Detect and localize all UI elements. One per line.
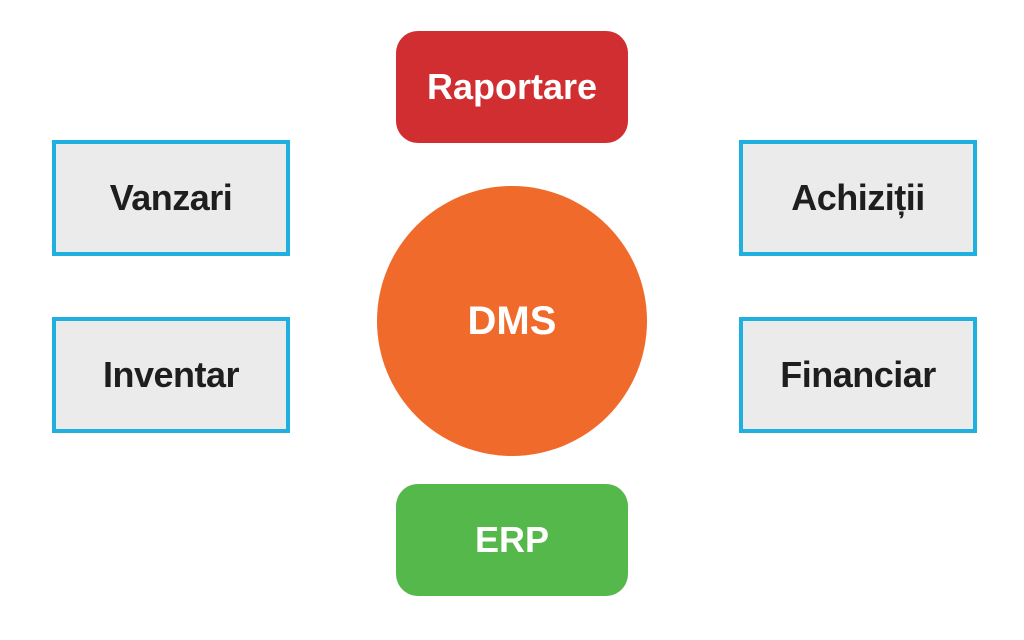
financiar-label: Financiar bbox=[780, 354, 936, 395]
vanzari-label: Vanzari bbox=[109, 177, 233, 218]
dms-label: DMS bbox=[467, 298, 557, 343]
erp-node: ERP bbox=[396, 484, 628, 596]
vanzari-node: Vanzari bbox=[52, 140, 290, 256]
inventar-label: Inventar bbox=[102, 354, 240, 395]
dms-hub: DMS bbox=[377, 186, 647, 456]
financiar-node: Financiar bbox=[739, 317, 977, 433]
inventar-node: Inventar bbox=[52, 317, 290, 433]
achizitii-label: Achiziții bbox=[791, 177, 925, 218]
raportare-node: Raportare bbox=[396, 31, 628, 143]
erp-label: ERP bbox=[474, 519, 550, 560]
achizitii-node: Achiziții bbox=[739, 140, 977, 256]
raportare-label: Raportare bbox=[426, 66, 598, 107]
